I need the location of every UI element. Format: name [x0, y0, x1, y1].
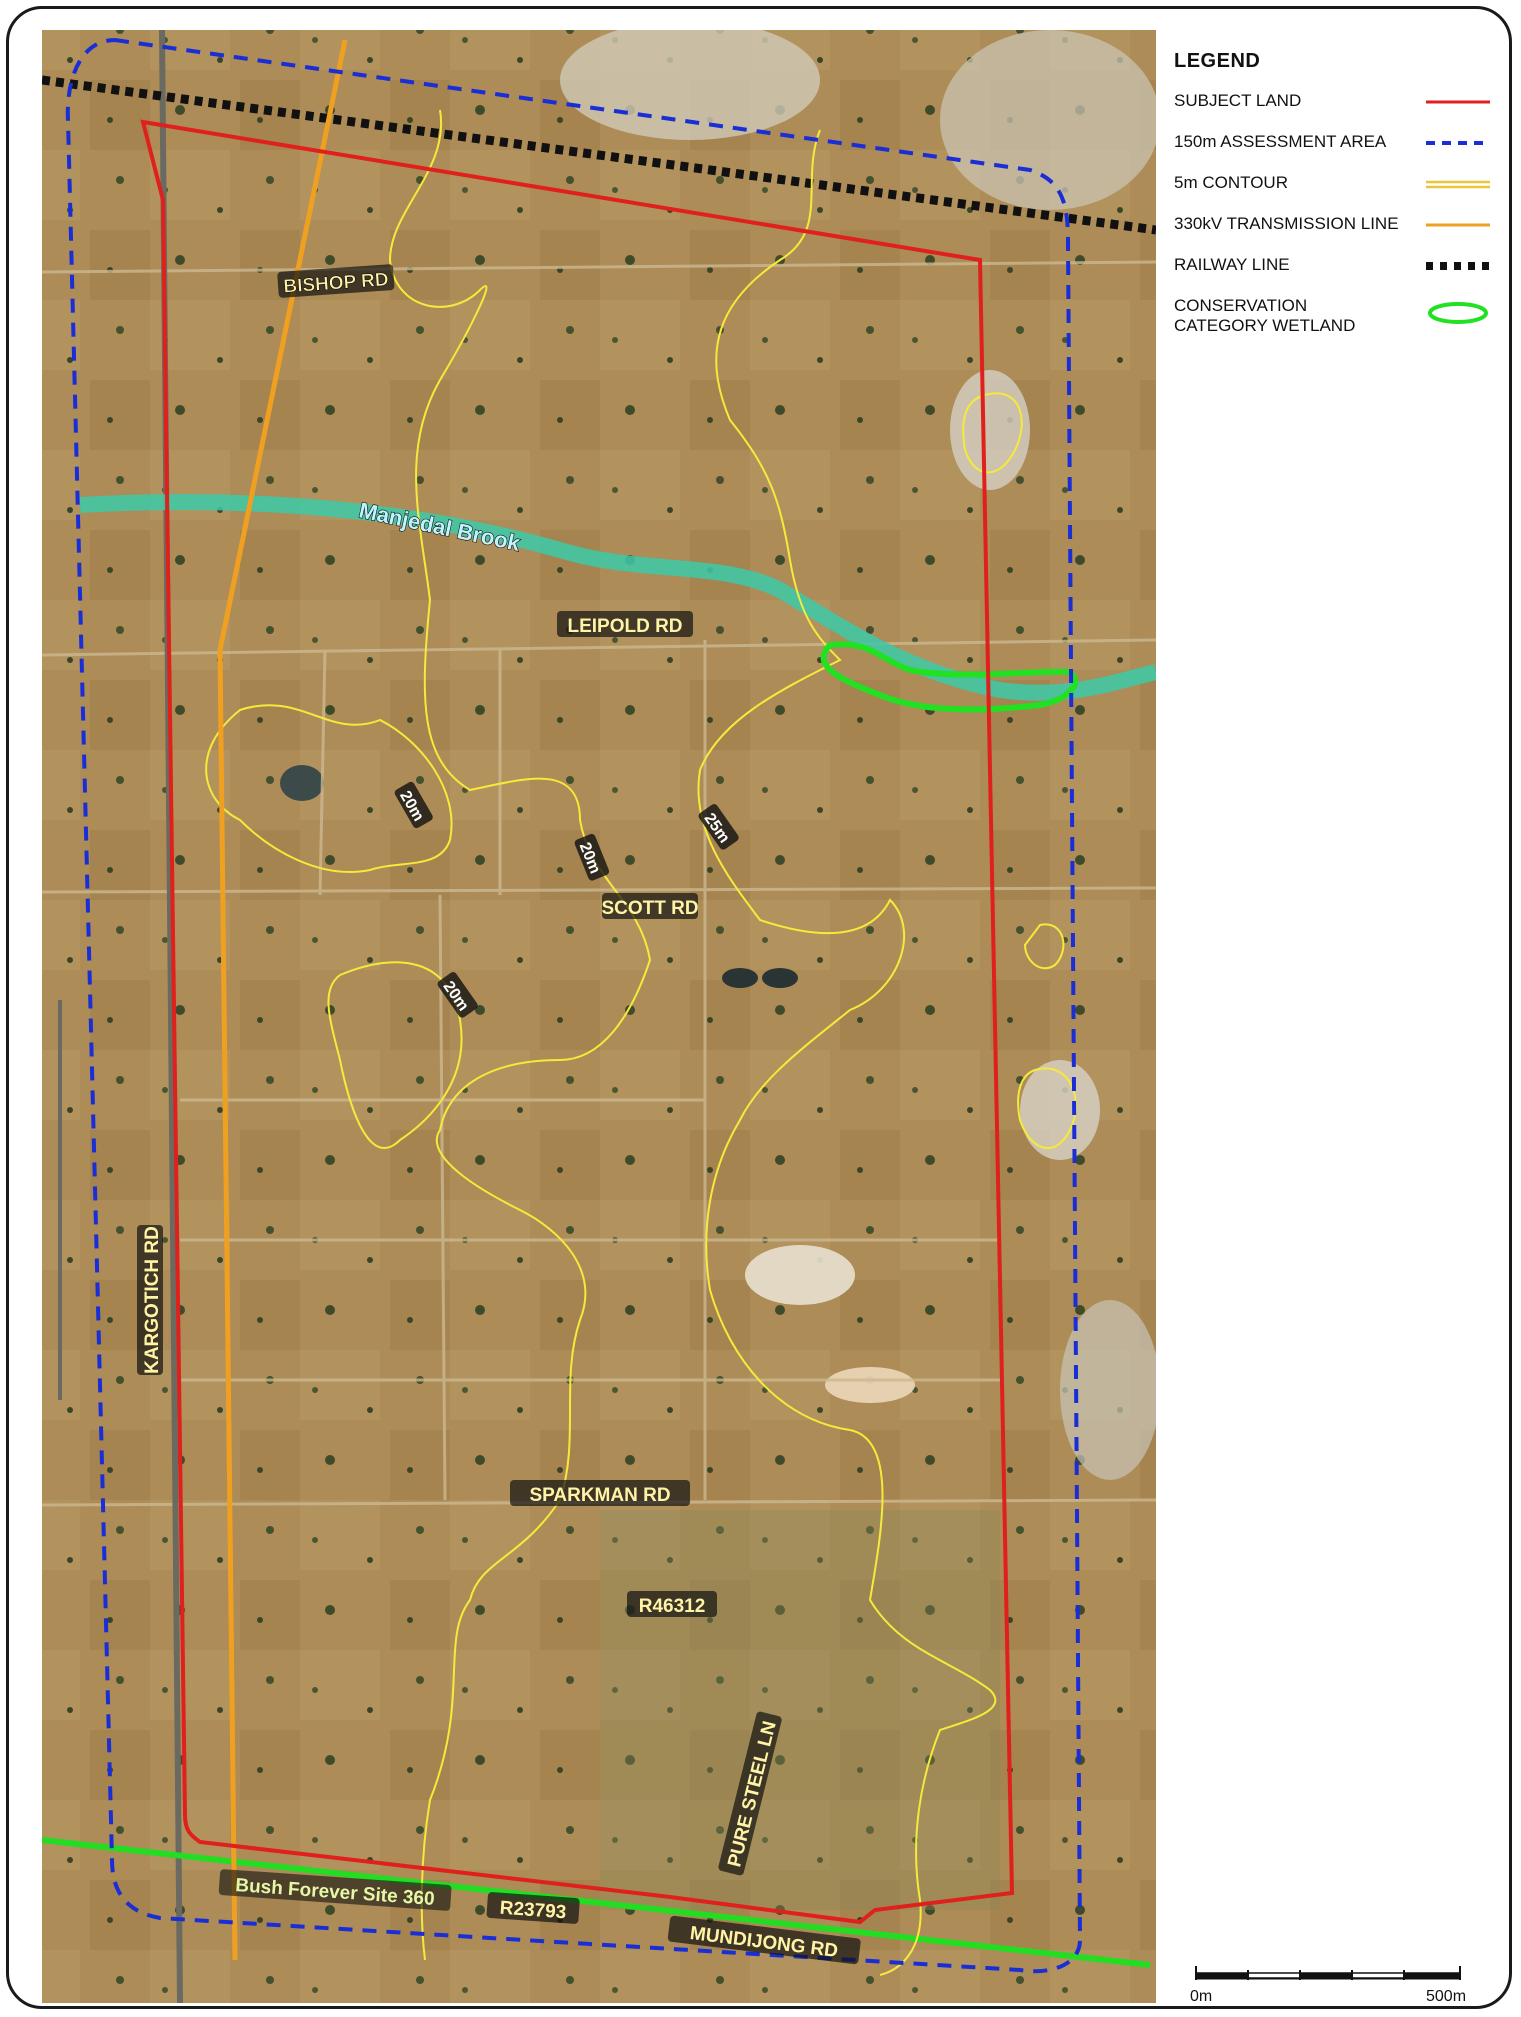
sand-patch	[940, 30, 1156, 210]
legend-label: 330kV TRANSMISSION LINE	[1174, 214, 1399, 233]
wetland-outline	[820, 641, 1078, 713]
contour-label-20b: 20m	[574, 833, 610, 881]
sand-patch	[825, 1367, 915, 1403]
railway-dots-icon	[1426, 259, 1490, 273]
legend-item-transmission-line: 330kV TRANSMISSION LINE	[1174, 214, 1494, 255]
bush-forever-line	[42, 1837, 1151, 1968]
legend-title: LEGEND	[1174, 50, 1261, 72]
road-text-scott: SCOTT RD	[601, 898, 698, 919]
scale-bar-graphic	[1195, 1966, 1461, 1980]
sand-patch	[745, 1245, 855, 1305]
reserve-text-r23793: R23793	[499, 1898, 567, 1924]
ellipse-icon	[1426, 300, 1490, 326]
legend-item-wetland: CONSERVATION CATEGORY WETLAND	[1174, 296, 1494, 356]
dam	[280, 765, 324, 801]
dashed-line-icon	[1426, 136, 1490, 150]
legend-item-subject-land: SUBJECT LAND	[1174, 91, 1494, 132]
road-label-leipold: LEIPOLD RD	[557, 611, 693, 637]
road-label-scott: SCOTT RD	[601, 893, 699, 919]
sand-patch	[1060, 1300, 1156, 1480]
legend-label: 5m CONTOUR	[1174, 173, 1288, 192]
subject-land	[140, 119, 1015, 1925]
scale-end-label: 500m	[1426, 1988, 1467, 2005]
road-label-sparkman: SPARKMAN RD	[510, 1480, 690, 1506]
railway-line	[42, 75, 1156, 235]
transmission-line	[217, 39, 348, 1961]
manjedal-brook	[79, 494, 1156, 701]
legend-item-contour: 5m CONTOUR	[1174, 173, 1494, 214]
legend-label: CONSERVATION CATEGORY WETLAND	[1174, 296, 1356, 335]
dam	[762, 968, 798, 988]
double-line-icon	[1426, 177, 1490, 191]
legend: LEGEND SUBJECT LAND 150m ASSESSMENT AREA…	[1174, 50, 1494, 356]
road-text-kargotich: KARGOTICH RD	[142, 1226, 163, 1374]
reserve-label-r46312: R46312	[627, 1591, 717, 1617]
road-text-sparkman: SPARKMAN RD	[529, 1485, 670, 1506]
dam	[722, 968, 758, 988]
reserve-label-r23793: R23793	[486, 1892, 580, 1924]
scale-start-label: 0m	[1190, 1988, 1213, 2005]
legend-label: RAILWAY LINE	[1174, 255, 1290, 274]
scale-bar: 0m 500m	[1190, 1958, 1470, 2008]
solid-line-icon	[1426, 218, 1490, 232]
aerial-background	[42, 30, 1156, 2003]
road-text-leipold: LEIPOLD RD	[567, 616, 682, 637]
reserve-text-r46312: R46312	[639, 1596, 706, 1617]
legend-label: SUBJECT LAND	[1174, 91, 1302, 110]
contour-lines	[205, 109, 1077, 1976]
road-label-bishop: BISHOP RD	[277, 264, 395, 298]
assessment-area	[65, 37, 1083, 1974]
sand-patch	[1020, 1060, 1100, 1160]
legend-item-assessment-area: 150m ASSESSMENT AREA	[1174, 132, 1494, 173]
solid-line-icon	[1426, 95, 1490, 109]
road-label-kargotich: KARGOTICH RD	[137, 1225, 163, 1375]
legend-label: 150m ASSESSMENT AREA	[1174, 132, 1387, 151]
legend-item-railway: RAILWAY LINE	[1174, 255, 1494, 296]
residential-area	[600, 1510, 1000, 1910]
